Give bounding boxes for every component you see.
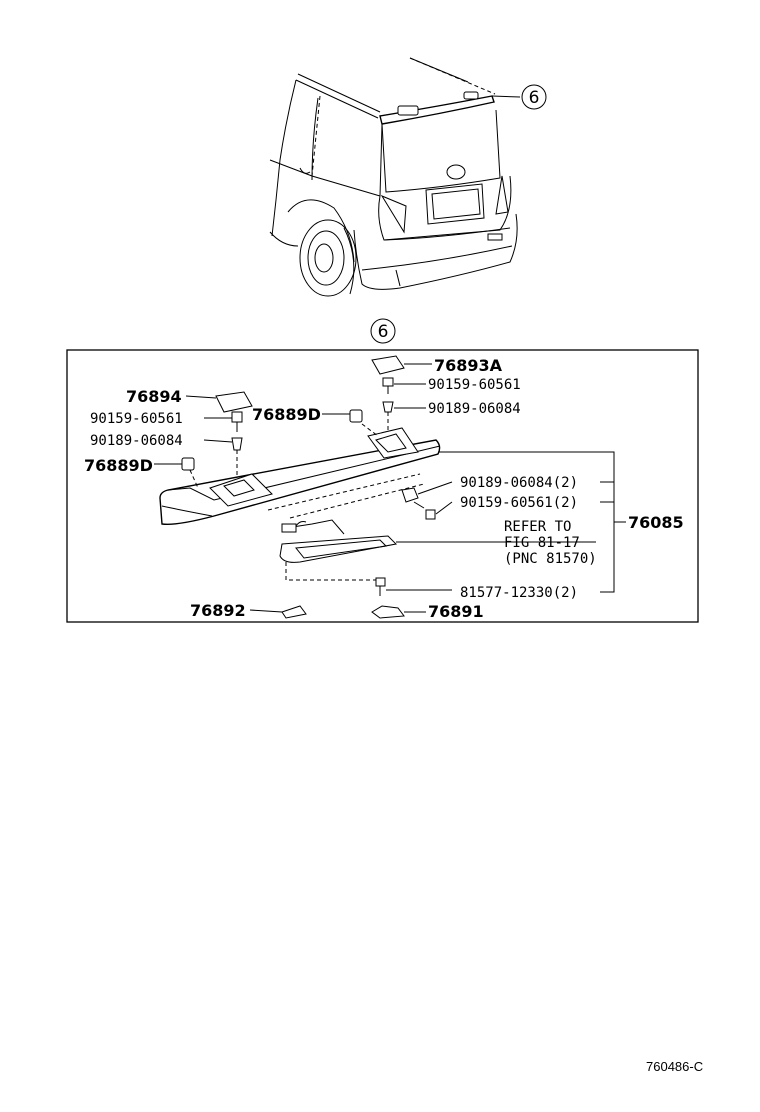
label-76894: 76894 — [126, 387, 182, 406]
small-parts — [181, 355, 436, 619]
label-76891: 76891 — [428, 602, 484, 621]
high-mount-stop-lamp — [279, 519, 398, 590]
label-90159-60561-top: 90159-60561 — [428, 377, 521, 393]
label-76889D-left: 76889D — [84, 456, 153, 475]
callout-6-top: 6 — [529, 88, 540, 108]
label-81577-12330: 81577-12330(2) — [460, 585, 578, 601]
label-76889D-mid: 76889D — [252, 405, 321, 424]
refer-line-2: FIG 81-17 — [504, 535, 580, 551]
label-90189-06084-left: 90189-06084 — [90, 433, 183, 449]
detail-frame — [66, 349, 699, 623]
label-76085: 76085 — [628, 513, 684, 532]
car-rear-view-illustration: 6 — [269, 57, 547, 297]
leader-lines — [154, 363, 626, 613]
label-90159-60561-left: 90159-60561 — [90, 411, 183, 427]
label-76893A: 76893A — [434, 356, 503, 375]
label-90189-06084-top: 90189-06084 — [428, 401, 521, 417]
label-90159-60561-right: 90159-60561(2) — [460, 495, 578, 511]
refer-line-3: (PNC 81570) — [504, 551, 597, 567]
callout-6: 6 — [378, 322, 389, 342]
rear-spoiler-illustration — [159, 427, 441, 527]
refer-line-1: REFER TO — [504, 519, 571, 535]
diagram-code: 760486-C — [646, 1059, 703, 1074]
label-90189-06084-right: 90189-06084(2) — [460, 475, 578, 491]
label-76892: 76892 — [190, 601, 246, 620]
